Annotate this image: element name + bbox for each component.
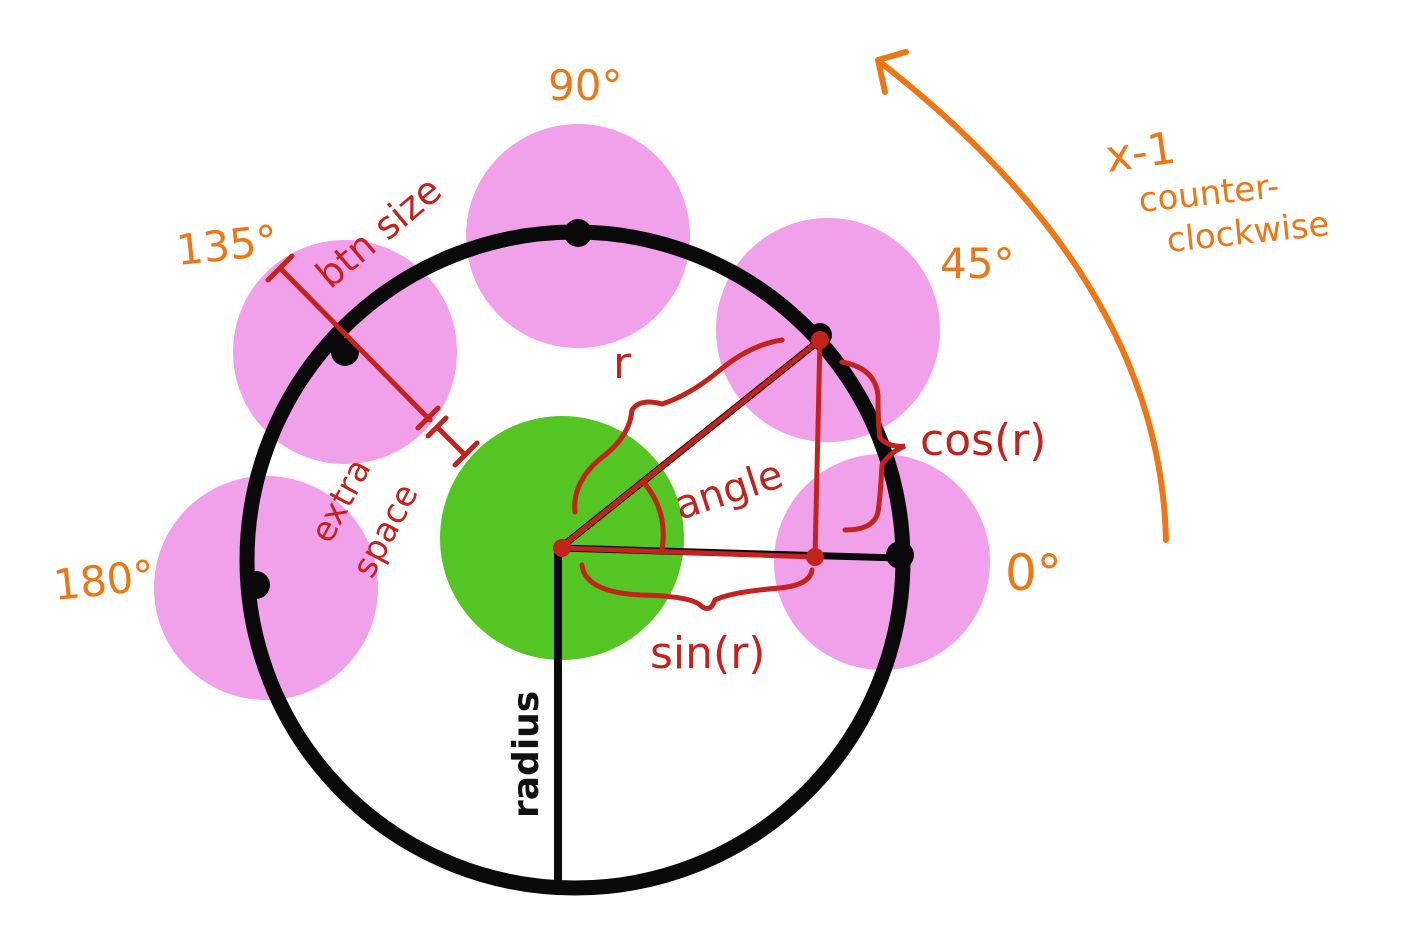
brace-sin — [579, 562, 815, 611]
label-radius: radius — [506, 691, 547, 818]
label-sin: sin(r) — [650, 628, 765, 679]
center-button — [440, 416, 684, 660]
btn-size-tick-mid1 — [415, 405, 441, 431]
angle-arc — [642, 481, 666, 553]
ring-dot-135 — [331, 338, 359, 366]
triangle-hypotenuse — [557, 337, 823, 551]
triangle-vertical — [812, 337, 823, 560]
btn-size-tick-top — [265, 253, 295, 283]
extra-space-tick — [452, 440, 480, 468]
vertex-bottom — [806, 548, 824, 566]
vertex-top — [811, 331, 829, 349]
label-cos: cos(r) — [920, 415, 1046, 466]
arrowhead-icon — [875, 49, 909, 95]
triangle-vertices — [553, 331, 829, 566]
label-r: r — [613, 338, 632, 389]
extra-space-line — [434, 424, 468, 458]
ring-dot-90 — [564, 219, 592, 247]
label-angle: angle — [669, 451, 789, 529]
direction-multiplier: x-1 — [1102, 123, 1178, 183]
ring-dot-180 — [242, 571, 270, 599]
btn-size-line — [277, 265, 433, 423]
button-0 — [774, 454, 990, 670]
label-180-deg: 180° — [51, 551, 157, 610]
btn-size-dimension — [265, 253, 480, 468]
triangle-base — [557, 545, 818, 560]
vertex-center — [553, 539, 571, 557]
label-0-deg: 0° — [1005, 544, 1062, 602]
brace-cos — [839, 359, 906, 533]
label-135-deg: 135° — [174, 216, 280, 275]
direction-arc — [877, 59, 1169, 543]
brace-r — [572, 337, 785, 515]
label-90-deg: 90° — [548, 61, 622, 110]
triangle — [557, 337, 823, 560]
label-45-deg: 45° — [940, 239, 1014, 288]
